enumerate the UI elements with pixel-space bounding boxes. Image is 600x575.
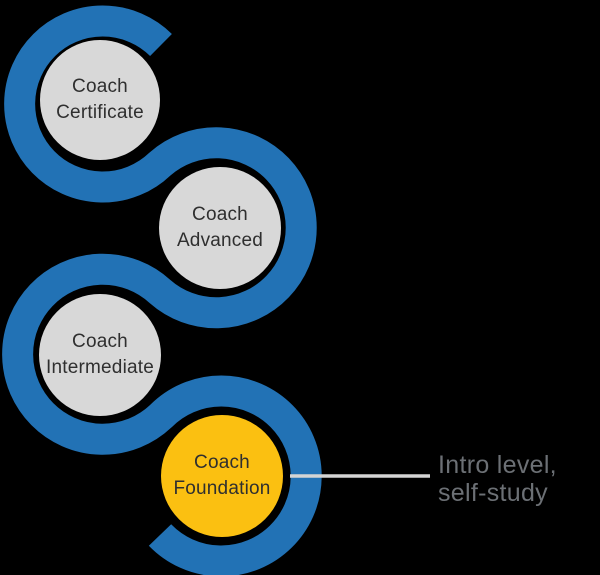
node-circle-coach-intermediate: [39, 294, 161, 416]
node-label-coach-advanced: Coach Advanced: [120, 202, 320, 254]
node-label-line2: Advanced: [176, 230, 264, 251]
s-curve-path: [2, 5, 322, 575]
callout-text-line1: Intro level,: [438, 451, 557, 479]
node-label-line2: Foundation: [173, 478, 271, 499]
callout-text: Intro level, self-study: [438, 451, 557, 507]
node-label-coach-certificate: Coach Certificate: [0, 74, 200, 126]
node-label-line1: Coach: [72, 331, 128, 352]
node-label-line2: Intermediate: [45, 357, 154, 378]
node-label-line1: Coach: [72, 76, 128, 97]
node-label-line2: Certificate: [56, 102, 144, 123]
node-label-coach-intermediate: Coach Intermediate: [0, 329, 200, 381]
node-circle-coach-foundation: [161, 415, 283, 537]
node-circle-coach-certificate: [40, 40, 160, 160]
node-label-line1: Coach: [194, 452, 250, 473]
node-circle-coach-advanced: [159, 167, 281, 289]
node-label-coach-foundation: Coach Foundation: [122, 450, 322, 502]
callout-text-line2: self-study: [438, 479, 548, 507]
node-label-line1: Coach: [192, 204, 248, 225]
